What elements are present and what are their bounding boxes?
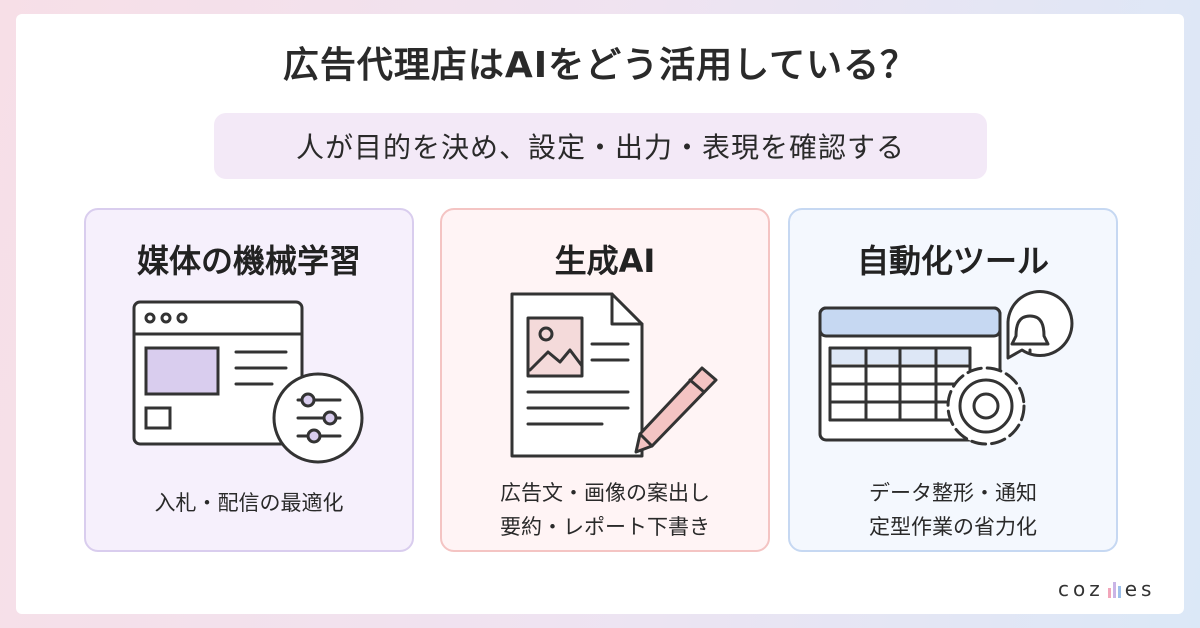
page-title: 広告代理店はAIをどう活用している？: [282, 45, 918, 86]
browser-sliders-icon: [132, 300, 364, 464]
card-description: 入札・配信の最適化: [154, 491, 344, 515]
subtitle-banner: 人が目的を決め、設定・出力・表現を確認する: [214, 113, 987, 179]
card-title: 媒体の機械学習: [136, 242, 361, 280]
document-pencil-icon: [510, 292, 718, 458]
brand-logo: coz es: [1058, 577, 1156, 601]
card-automation-tools: 自動化ツール データ整形・通知 定型作業の省力化: [788, 208, 1118, 552]
card-generative-ai: 生成AI 広告文・画像の案出し 要約・レポート下書き: [440, 208, 770, 552]
card-title: 自動化ツール: [856, 242, 1049, 280]
card-media-ml: 媒体の機械学習 入札・配信の最適化: [84, 208, 414, 552]
brand-bars-icon: [1107, 580, 1121, 598]
card-title: 生成AI: [554, 242, 656, 280]
table-gear-bell-icon: [818, 290, 1074, 446]
card-description: データ整形・通知 定型作業の省力化: [869, 481, 1037, 539]
card-description: 広告文・画像の案出し 要約・レポート下書き: [500, 481, 710, 539]
